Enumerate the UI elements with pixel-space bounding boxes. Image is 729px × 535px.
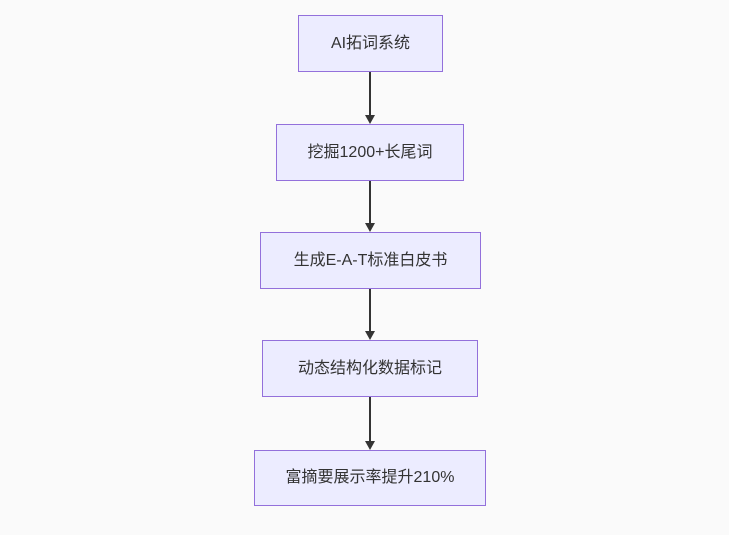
flow-node-rich-snippet-result: 富摘要展示率提升210% (254, 450, 486, 506)
arrowhead-down-icon (365, 115, 375, 124)
node-label: AI拓词系统 (330, 34, 411, 52)
arrow-line (369, 397, 371, 441)
node-label: 生成E-A-T标准白皮书 (293, 251, 448, 269)
flow-node-structured-data-markup: 动态结构化数据标记 (262, 340, 478, 397)
arrowhead-down-icon (365, 441, 375, 450)
arrowhead-down-icon (365, 223, 375, 232)
node-label: 富摘要展示率提升210% (285, 469, 455, 487)
arrow-line (369, 72, 371, 115)
flow-arrow (365, 72, 375, 124)
flow-arrow (365, 289, 375, 340)
flow-node-longtail-mining: 挖掘1200+长尾词 (276, 124, 464, 181)
arrow-line (369, 181, 371, 223)
node-label: 动态结构化数据标记 (297, 359, 442, 377)
flow-arrow (365, 181, 375, 232)
arrowhead-down-icon (365, 331, 375, 340)
flow-node-eat-whitepaper: 生成E-A-T标准白皮书 (260, 232, 481, 289)
flow-node-ai-keyword-system: AI拓词系统 (298, 15, 443, 72)
node-label: 挖掘1200+长尾词 (307, 143, 433, 161)
arrow-line (369, 289, 371, 331)
flow-arrow (365, 397, 375, 450)
